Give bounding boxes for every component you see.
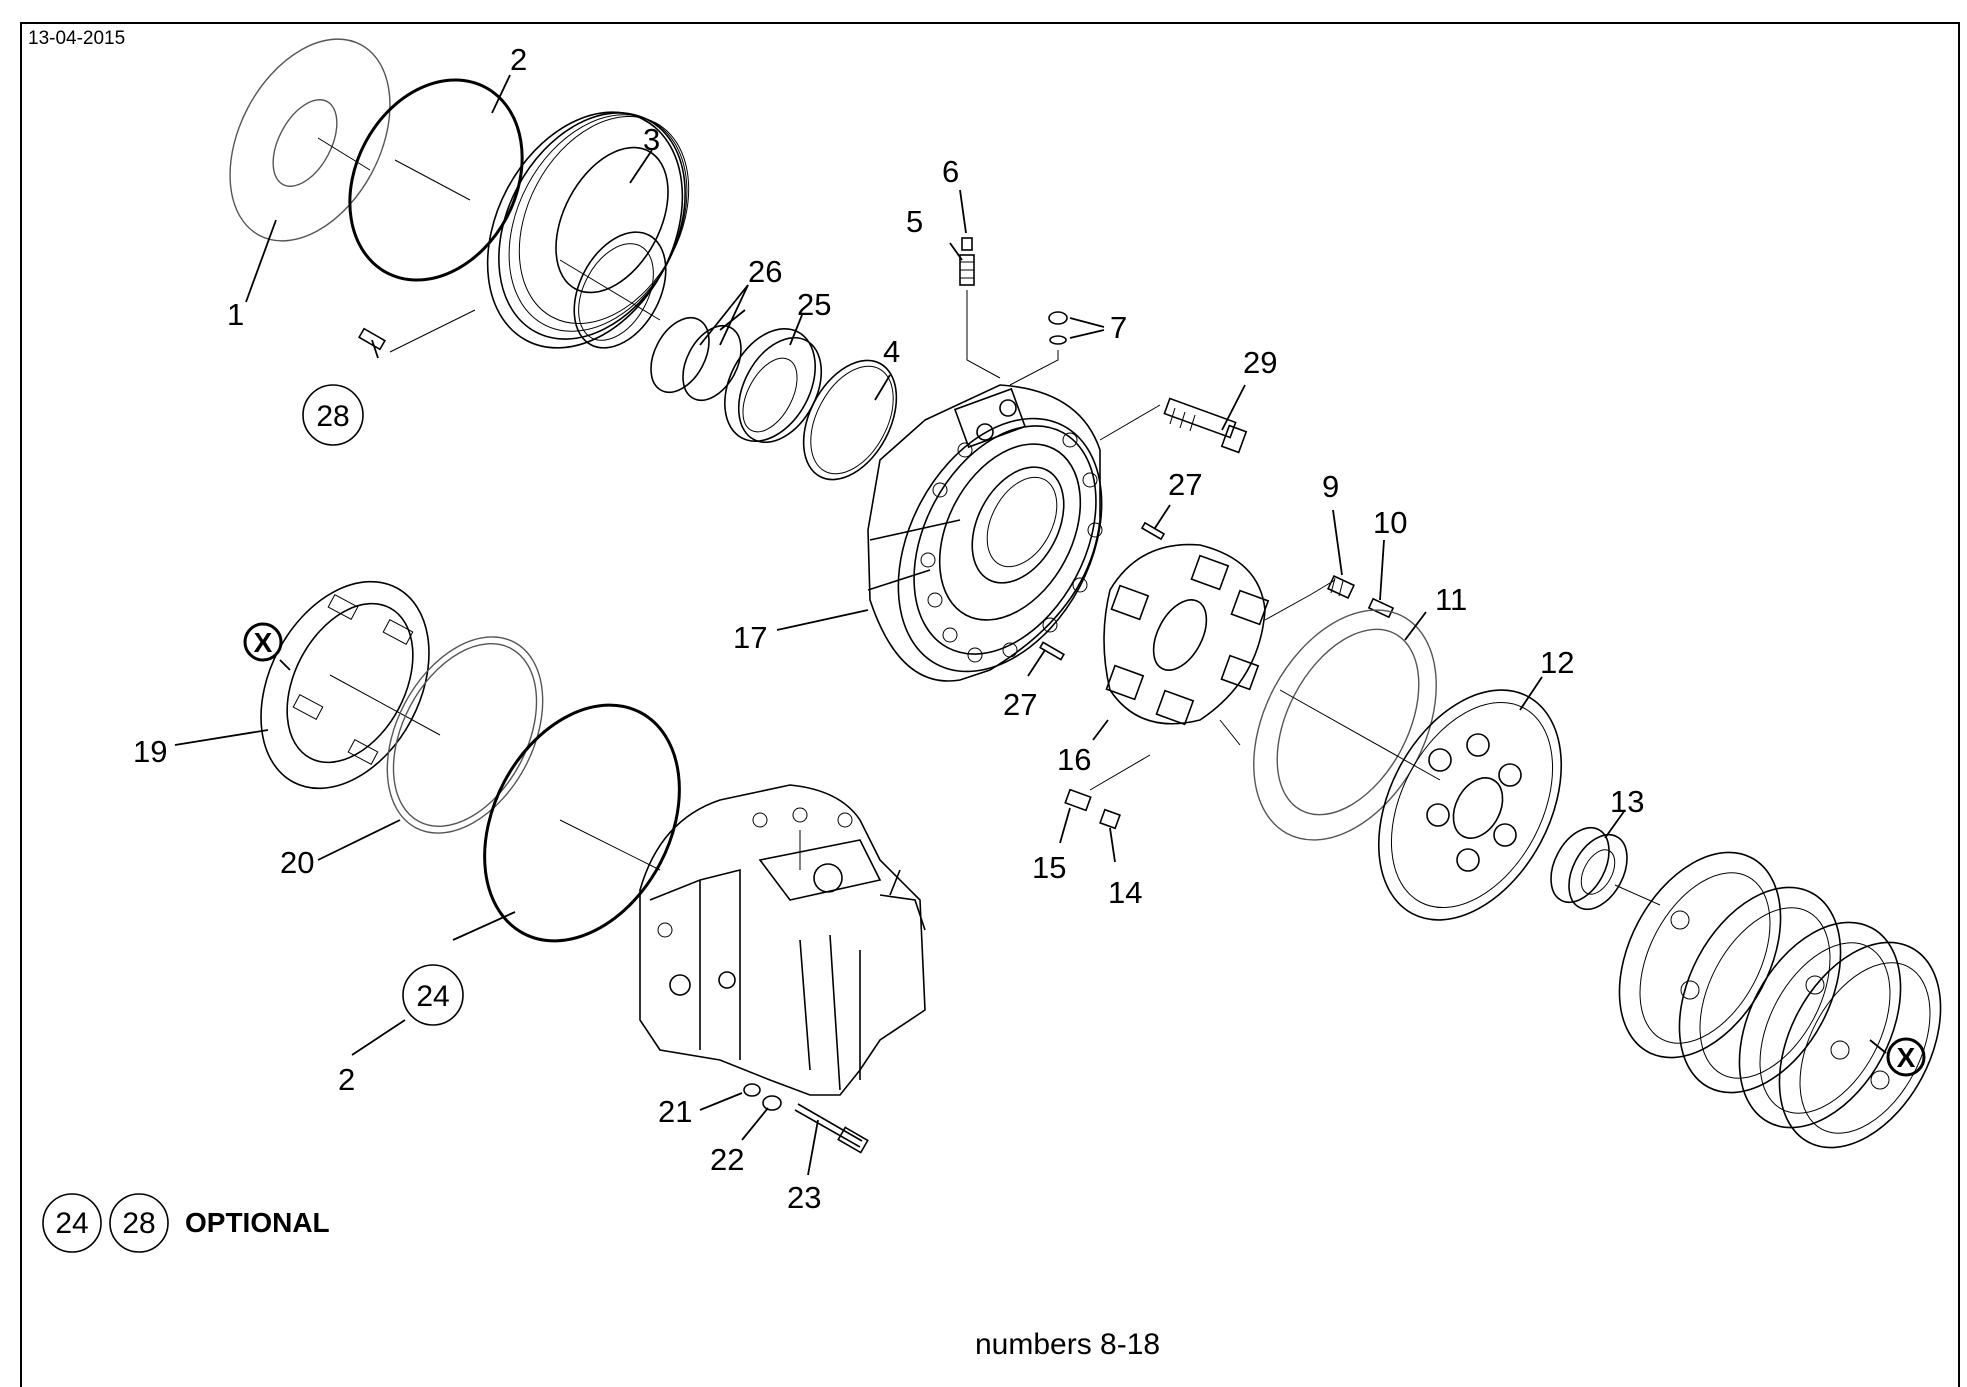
callout-2b: 2 xyxy=(338,1062,355,1097)
callout-13: 13 xyxy=(1610,784,1644,819)
callout-22: 22 xyxy=(710,1142,744,1177)
callout-27a: 27 xyxy=(1168,467,1202,502)
part-12-friction-disc xyxy=(1377,689,1563,921)
callout-21: 21 xyxy=(658,1094,692,1129)
part-29-bolt xyxy=(1163,397,1248,454)
part-2-oring-top xyxy=(348,78,524,282)
part-14-15-fittings xyxy=(1064,754,1151,830)
x-mark-right: X xyxy=(1897,1042,1916,1073)
leader-lines xyxy=(174,74,1887,1176)
callout-9: 9 xyxy=(1322,469,1339,504)
x-mark-left: X xyxy=(254,627,273,658)
part-24-oring-lower xyxy=(483,703,681,943)
drawing-frame xyxy=(20,22,1960,1387)
part-19-ring xyxy=(260,580,441,790)
part-13-hub xyxy=(1550,826,1661,911)
callout-12: 12 xyxy=(1540,645,1574,680)
callout-1: 1 xyxy=(227,297,244,332)
optional-label: OPTIONAL xyxy=(185,1207,330,1238)
callout-2a: 2 xyxy=(510,42,527,77)
callout-4: 4 xyxy=(883,334,900,369)
legend-callout-24: 24 xyxy=(55,1207,88,1240)
part-3-piston xyxy=(486,111,690,349)
callout-17: 17 xyxy=(733,620,767,655)
circled-callout-28: 28 xyxy=(316,400,349,433)
callout-10: 10 xyxy=(1373,505,1407,540)
circled-callouts: 28 24 24 28 xyxy=(42,384,464,1253)
x-marks: X X xyxy=(243,622,1926,1077)
part-disc-pack-right xyxy=(1618,851,1942,1149)
part-17-housing xyxy=(867,384,1161,682)
callout-25: 25 xyxy=(797,287,831,322)
callout-26: 26 xyxy=(748,254,782,289)
callout-29: 29 xyxy=(1243,345,1277,380)
callout-20: 20 xyxy=(280,845,314,880)
drawing-date: 13-04-2015 xyxy=(28,28,126,49)
callout-19: 19 xyxy=(133,734,167,769)
callout-15: 15 xyxy=(1032,850,1066,885)
callout-7: 7 xyxy=(1110,310,1127,345)
part-1-disc xyxy=(229,38,391,242)
callout-14: 14 xyxy=(1108,875,1142,910)
part-9-10-spring-pin xyxy=(1327,574,1395,619)
part-20-disc xyxy=(386,636,544,834)
callout-labels: 1 2 3 4 5 6 7 9 10 11 12 13 14 15 16 17 … xyxy=(133,42,1644,1215)
callout-16: 16 xyxy=(1057,742,1091,777)
callout-6: 6 xyxy=(942,154,959,189)
part-5-6-7-fittings xyxy=(959,237,1068,386)
circled-callout-24: 24 xyxy=(416,980,449,1013)
callout-11: 11 xyxy=(1435,582,1467,617)
callout-3: 3 xyxy=(643,122,660,157)
part-16-carrier xyxy=(1039,521,1336,746)
callout-27b: 27 xyxy=(1003,687,1037,722)
part-21-22-23-fasteners xyxy=(743,1083,869,1154)
axle-housing xyxy=(639,784,926,1096)
part-26-rings xyxy=(650,316,742,402)
callout-23: 23 xyxy=(787,1180,821,1215)
part-25-seal xyxy=(724,327,823,444)
footer-caption: numbers 8-18 xyxy=(975,1328,1161,1361)
legend-callout-28: 28 xyxy=(122,1207,155,1240)
callout-5: 5 xyxy=(906,204,923,239)
part-28-pin xyxy=(358,309,476,353)
part-4-oring xyxy=(802,359,898,481)
